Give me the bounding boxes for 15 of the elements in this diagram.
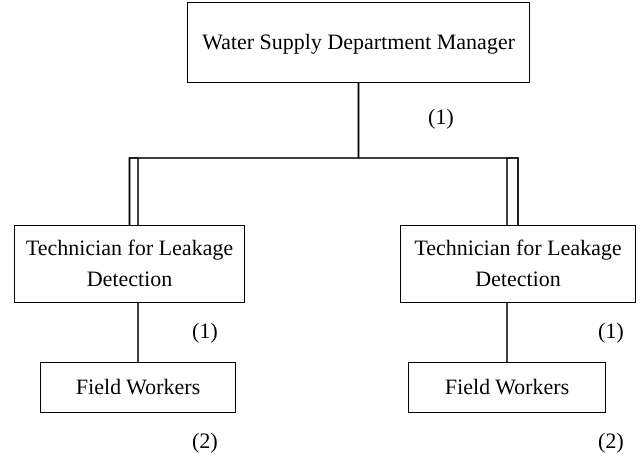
headcount-label: (2) — [192, 428, 218, 454]
org-box — [400, 225, 636, 303]
org-box — [187, 2, 530, 83]
role-title: Water Supply Department Manager — [202, 28, 515, 56]
headcount-label: (1) — [598, 318, 624, 344]
org-box — [408, 362, 606, 413]
headcount-label: (2) — [598, 428, 624, 454]
role-title: Technician for Leakage Detection — [413, 234, 623, 293]
role-title: Field Workers — [76, 373, 200, 402]
role-title: Field Workers — [444, 373, 570, 402]
headcount-label: (1) — [428, 104, 454, 130]
headcount-label: (1) — [192, 318, 218, 344]
role-title: Technician for Leakage Detection — [24, 234, 234, 293]
org-box — [40, 362, 236, 413]
org-box — [14, 225, 245, 303]
